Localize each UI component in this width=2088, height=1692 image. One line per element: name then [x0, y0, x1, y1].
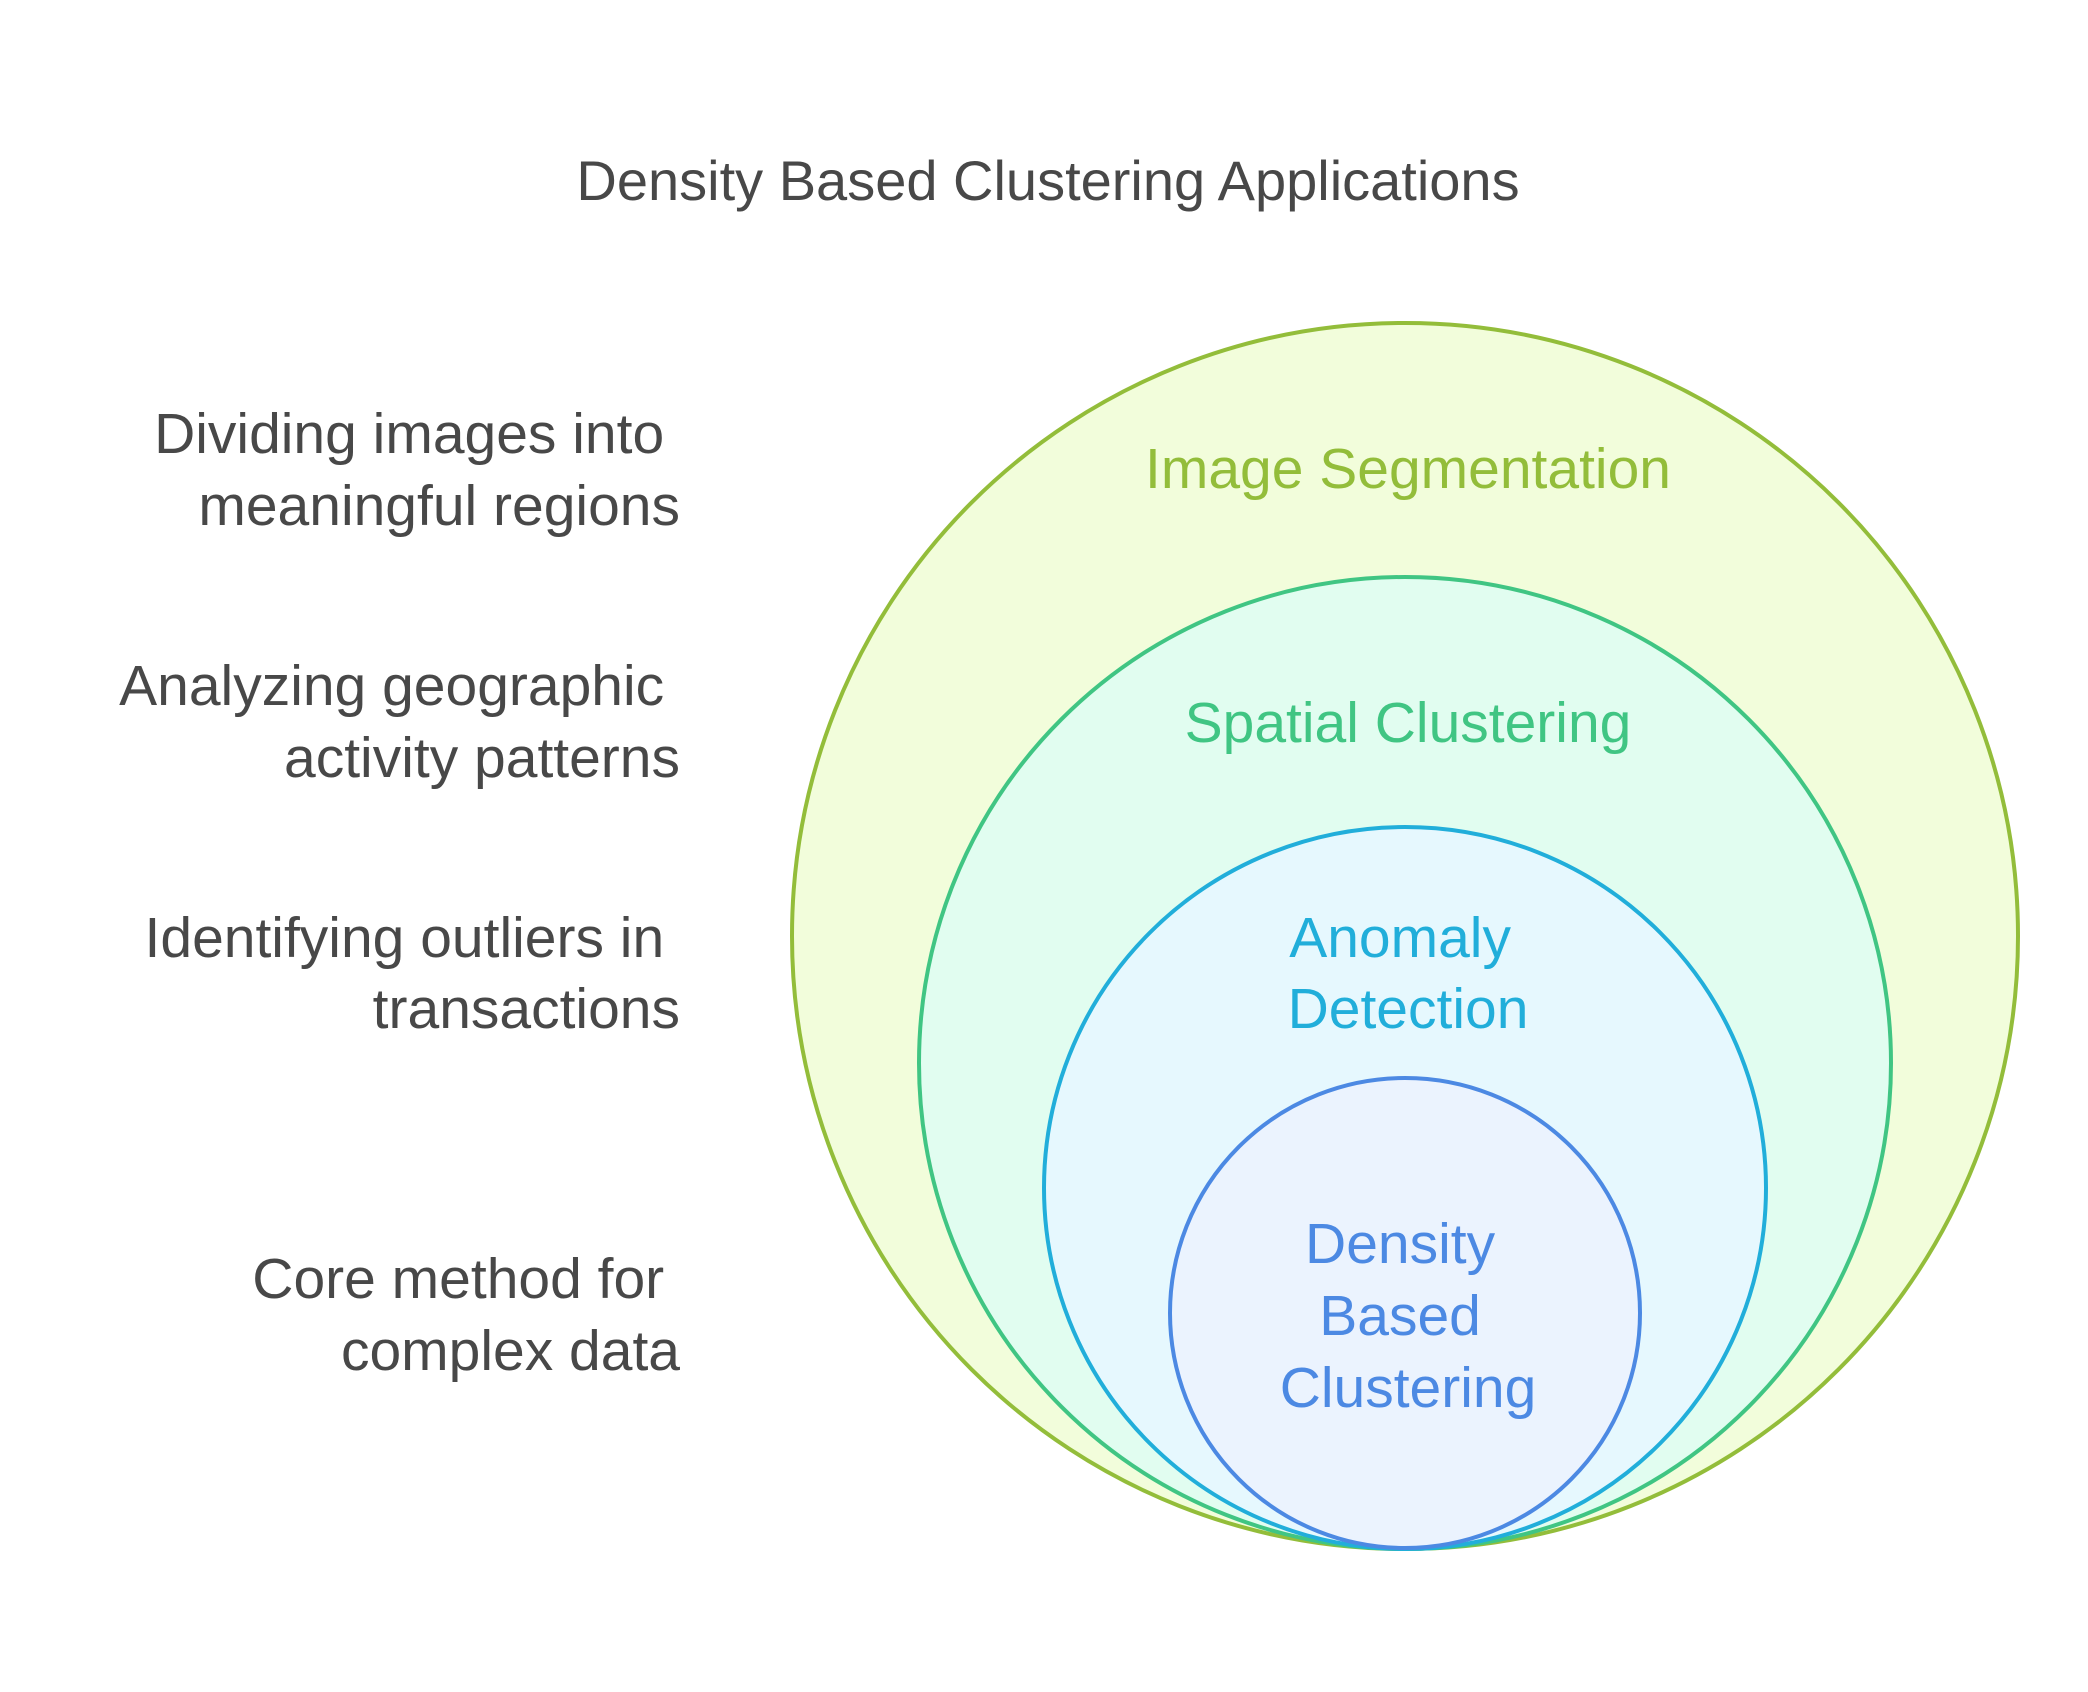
diagram-title: Density Based Clustering Applications [576, 149, 1519, 212]
label-anomaly-detection: Anomaly Detection [1288, 906, 1529, 1041]
description-anomaly-detection: Identifying outliers in transactions [145, 906, 680, 1041]
label-image-segmentation: Image Segmentation [1145, 437, 1671, 501]
circle-density-based-clustering [1168, 1076, 1642, 1550]
label-spatial-clustering: Spatial Clustering [1185, 691, 1632, 755]
description-density-based-clustering: Core method for complex data [252, 1247, 680, 1383]
description-image-segmentation: Dividing images into meaningful regions [154, 402, 680, 538]
description-spatial-clustering: Analyzing geographic activity patterns [119, 654, 680, 790]
label-density-based-clustering: Density Based Clustering [1280, 1212, 1537, 1420]
